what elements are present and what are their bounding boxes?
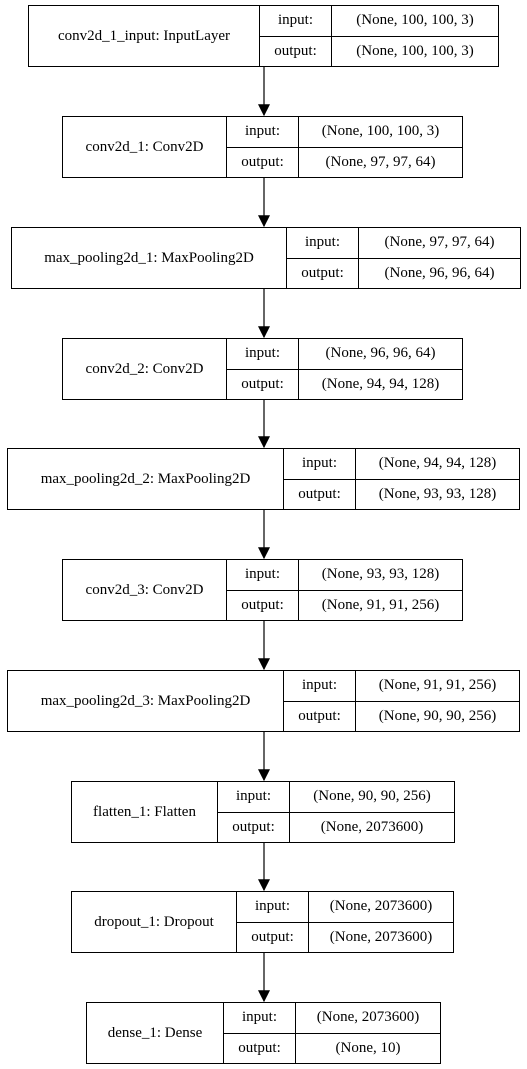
input-label: input: bbox=[284, 671, 355, 702]
shape-values: (None, 97, 97, 64) (None, 96, 96, 64) bbox=[359, 228, 520, 288]
input-label: input: bbox=[227, 560, 298, 591]
shape-values: (None, 2073600) (None, 10) bbox=[296, 1003, 440, 1063]
output-shape: (None, 91, 91, 256) bbox=[321, 596, 440, 613]
layer-name: dense_1: Dense bbox=[87, 1003, 224, 1063]
output-shape: (None, 97, 97, 64) bbox=[325, 153, 436, 170]
layer-name: max_pooling2d_1: MaxPooling2D bbox=[12, 228, 287, 288]
output-shape: (None, 100, 100, 3) bbox=[356, 42, 474, 59]
input-shape: (None, 2073600) bbox=[296, 1003, 440, 1034]
layer-name: max_pooling2d_2: MaxPooling2D bbox=[8, 449, 284, 509]
layer-name: conv2d_1: Conv2D bbox=[63, 117, 227, 177]
input-shape: (None, 100, 100, 3) bbox=[299, 117, 462, 148]
input-shape: (None, 94, 94, 128) bbox=[356, 449, 519, 480]
shape-values: (None, 90, 90, 256) (None, 2073600) bbox=[290, 782, 454, 842]
input-label: input: bbox=[227, 339, 298, 370]
output-label: output: bbox=[238, 1039, 281, 1056]
output-shape: (None, 2073600) bbox=[320, 818, 424, 835]
output-label: output: bbox=[241, 596, 284, 613]
input-label: input: bbox=[237, 892, 308, 923]
layer-name: conv2d_3: Conv2D bbox=[63, 560, 227, 620]
io-labels: input: output: bbox=[218, 782, 290, 842]
input-shape: (None, 2073600) bbox=[309, 892, 453, 923]
layer-name: max_pooling2d_3: MaxPooling2D bbox=[8, 671, 284, 731]
output-shape: (None, 96, 96, 64) bbox=[384, 264, 495, 281]
output-label: output: bbox=[251, 928, 294, 945]
input-label: input: bbox=[260, 6, 331, 37]
input-label: input: bbox=[287, 228, 358, 259]
shape-values: (None, 93, 93, 128) (None, 91, 91, 256) bbox=[299, 560, 462, 620]
output-label: output: bbox=[274, 42, 317, 59]
input-shape: (None, 93, 93, 128) bbox=[299, 560, 462, 591]
layer-name: conv2d_2: Conv2D bbox=[63, 339, 227, 399]
io-labels: input: output: bbox=[224, 1003, 296, 1063]
shape-values: (None, 91, 91, 256) (None, 90, 90, 256) bbox=[356, 671, 519, 731]
input-label: input: bbox=[224, 1003, 295, 1034]
layer-name: dropout_1: Dropout bbox=[72, 892, 237, 952]
io-labels: input: output: bbox=[260, 6, 332, 66]
output-label: output: bbox=[241, 153, 284, 170]
shape-values: (None, 2073600) (None, 2073600) bbox=[309, 892, 453, 952]
output-label: output: bbox=[301, 264, 344, 281]
output-shape: (None, 2073600) bbox=[329, 928, 433, 945]
input-label: input: bbox=[227, 117, 298, 148]
io-labels: input: output: bbox=[237, 892, 309, 952]
layer-name: conv2d_1_input: InputLayer bbox=[29, 6, 260, 66]
output-label: output: bbox=[298, 485, 341, 502]
output-label: output: bbox=[298, 707, 341, 724]
output-label: output: bbox=[241, 375, 284, 392]
io-labels: input: output: bbox=[227, 117, 299, 177]
io-labels: input: output: bbox=[287, 228, 359, 288]
io-labels: input: output: bbox=[284, 671, 356, 731]
output-shape: (None, 94, 94, 128) bbox=[321, 375, 440, 392]
input-shape: (None, 96, 96, 64) bbox=[299, 339, 462, 370]
io-labels: input: output: bbox=[284, 449, 356, 509]
input-shape: (None, 91, 91, 256) bbox=[356, 671, 519, 702]
io-labels: input: output: bbox=[227, 339, 299, 399]
output-shape: (None, 90, 90, 256) bbox=[378, 707, 497, 724]
output-shape: (None, 93, 93, 128) bbox=[378, 485, 497, 502]
input-shape: (None, 100, 100, 3) bbox=[332, 6, 498, 37]
input-label: input: bbox=[218, 782, 289, 813]
input-shape: (None, 90, 90, 256) bbox=[290, 782, 454, 813]
shape-values: (None, 100, 100, 3) (None, 100, 100, 3) bbox=[332, 6, 498, 66]
input-shape: (None, 97, 97, 64) bbox=[359, 228, 520, 259]
output-shape: (None, 10) bbox=[335, 1039, 401, 1056]
layer-name: flatten_1: Flatten bbox=[72, 782, 218, 842]
shape-values: (None, 100, 100, 3) (None, 97, 97, 64) bbox=[299, 117, 462, 177]
output-label: output: bbox=[232, 818, 275, 835]
io-labels: input: output: bbox=[227, 560, 299, 620]
shape-values: (None, 94, 94, 128) (None, 93, 93, 128) bbox=[356, 449, 519, 509]
input-label: input: bbox=[284, 449, 355, 480]
shape-values: (None, 96, 96, 64) (None, 94, 94, 128) bbox=[299, 339, 462, 399]
